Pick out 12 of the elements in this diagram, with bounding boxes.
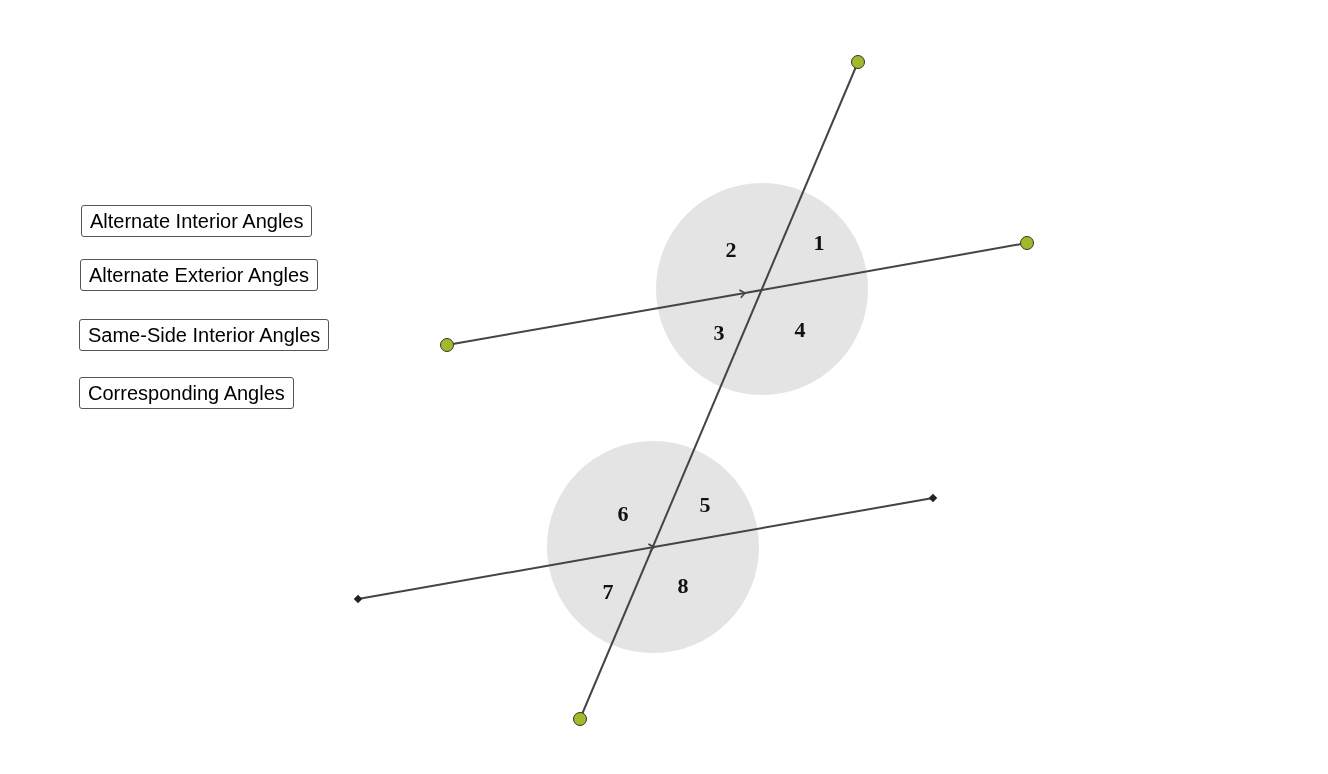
angle-type-button: Alternate Interior Angles (81, 205, 313, 237)
angle-number: 3 (713, 321, 725, 345)
angle-type-button: Same-Side Interior Angles (79, 319, 330, 351)
angle-type-button: Alternate Exterior Angles (80, 259, 319, 291)
angle-number: 4 (794, 318, 806, 342)
angle-number: 2 (725, 238, 737, 262)
angle-number: 1 (813, 231, 825, 255)
angle-number: 8 (677, 574, 689, 598)
angle-number: 5 (699, 493, 711, 517)
angle-number: 6 (617, 502, 629, 526)
angle-type-button: Corresponding Angles (79, 377, 294, 409)
angle-number: 7 (602, 580, 614, 604)
